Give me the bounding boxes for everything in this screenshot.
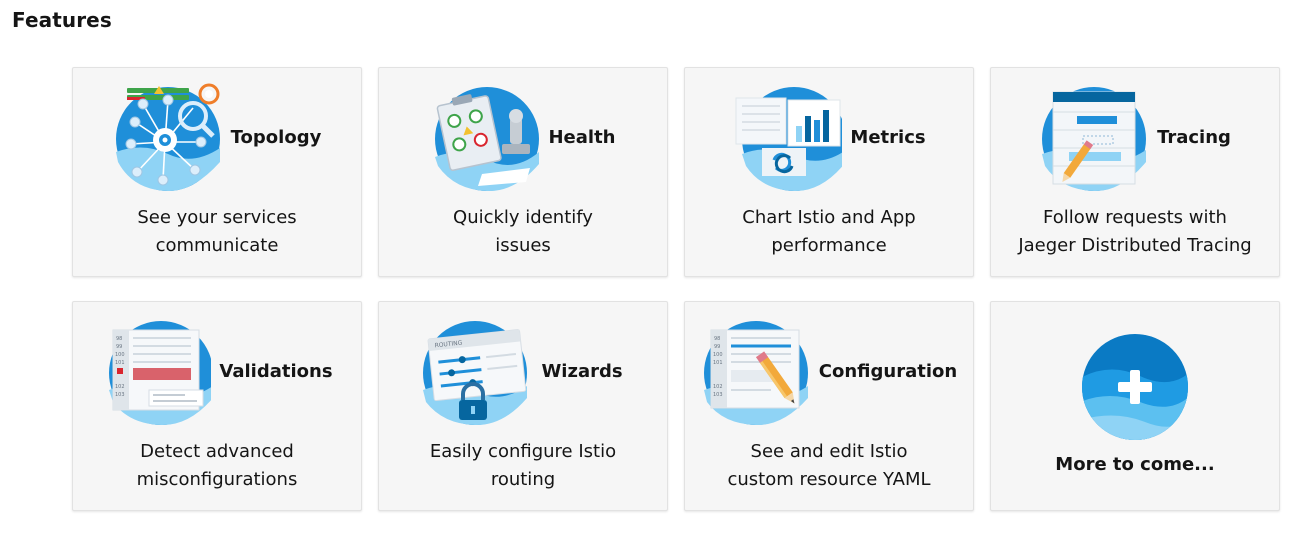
card-description-line: Follow requests with: [1043, 207, 1227, 228]
health-icon: [435, 87, 540, 192]
line-number: 99: [116, 344, 122, 350]
card-title: Wizards: [541, 360, 623, 382]
line-number: 103: [115, 392, 125, 398]
card-description-line: Quickly identify: [453, 207, 593, 228]
feature-card-wizards[interactable]: ROUTING Wizards Easily configure Istio r…: [378, 301, 668, 511]
line-number: 98: [116, 336, 122, 342]
card-description: See and edit Istio custom resource YAML: [695, 438, 963, 494]
line-number: 100: [713, 352, 723, 358]
card-description-line: communicate: [155, 235, 279, 256]
card-description-line: misconfigurations: [136, 469, 298, 490]
routing-tab-label: ROUTING: [435, 339, 464, 349]
card-title: Validations: [219, 360, 333, 382]
line-number: 102: [713, 384, 723, 390]
feature-card-more[interactable]: More to come...: [990, 301, 1280, 511]
card-description: See your services communicate: [83, 204, 351, 260]
line-number: 103: [713, 392, 723, 398]
card-description: Chart Istio and App performance: [695, 204, 963, 260]
line-number: 99: [714, 344, 720, 350]
tracing-icon: [1042, 87, 1147, 192]
feature-card-topology[interactable]: Topology See your services communicate: [72, 67, 362, 277]
card-header: 98 99 100 101 102 103: [685, 316, 973, 426]
card-description: Easily configure Istio routing: [389, 438, 657, 494]
card-title: Topology: [230, 126, 322, 148]
card-header: ROUTING Wizards: [379, 316, 667, 426]
more-illustration: [991, 332, 1279, 442]
features-grid: Topology See your services communicate: [72, 67, 1280, 511]
card-description-line: Easily configure Istio: [429, 441, 617, 462]
card-title: Configuration: [818, 360, 958, 382]
plus-icon: [1082, 334, 1188, 440]
card-description-line: See and edit Istio: [750, 441, 908, 462]
card-title: Metrics: [850, 126, 926, 148]
line-number: 98: [714, 336, 720, 342]
feature-card-metrics[interactable]: Metrics Chart Istio and App performance: [684, 67, 974, 277]
wizards-icon: ROUTING: [423, 321, 528, 426]
card-description: Follow requests with Jaeger Distributed …: [1001, 204, 1269, 260]
card-description-line: performance: [771, 235, 887, 256]
feature-card-health[interactable]: Health Quickly identify issues: [378, 67, 668, 277]
card-header: Metrics: [685, 82, 973, 192]
card-description: Detect advanced misconfigurations: [83, 438, 351, 494]
card-description-line: custom resource YAML: [727, 469, 931, 490]
validations-icon: 98 99 100 101 102 103: [109, 321, 212, 426]
topology-icon: [115, 83, 220, 192]
card-description-line: issues: [495, 235, 551, 256]
line-number: 101: [713, 360, 723, 366]
card-description-line: routing: [490, 469, 556, 490]
features-heading: Features: [12, 8, 112, 32]
card-header: Health: [379, 82, 667, 192]
feature-card-tracing[interactable]: Tracing Follow requests with Jaeger Dist…: [990, 67, 1280, 277]
card-description-line: Jaeger Distributed Tracing: [1018, 235, 1252, 256]
card-header: 98 99 100 101 102 103 Validations: [73, 316, 361, 426]
card-header: Tracing: [991, 82, 1279, 192]
card-header: Topology: [73, 82, 361, 192]
feature-card-validations[interactable]: 98 99 100 101 102 103 Validations: [72, 301, 362, 511]
line-number: 102: [115, 384, 125, 390]
line-number: 100: [115, 352, 125, 358]
configuration-icon: 98 99 100 101 102 103: [703, 321, 808, 426]
line-number: 101: [115, 360, 125, 366]
card-description-line: See your services: [137, 207, 297, 228]
card-description-line: Detect advanced: [140, 441, 294, 462]
card-title: Tracing: [1157, 126, 1231, 148]
card-description-line: Chart Istio and App: [742, 207, 916, 228]
card-description: Quickly identify issues: [389, 204, 657, 260]
more-title: More to come...: [1055, 454, 1215, 475]
card-title: Health: [548, 126, 616, 148]
feature-card-configuration[interactable]: 98 99 100 101 102 103: [684, 301, 974, 511]
metrics-icon: [735, 87, 843, 192]
